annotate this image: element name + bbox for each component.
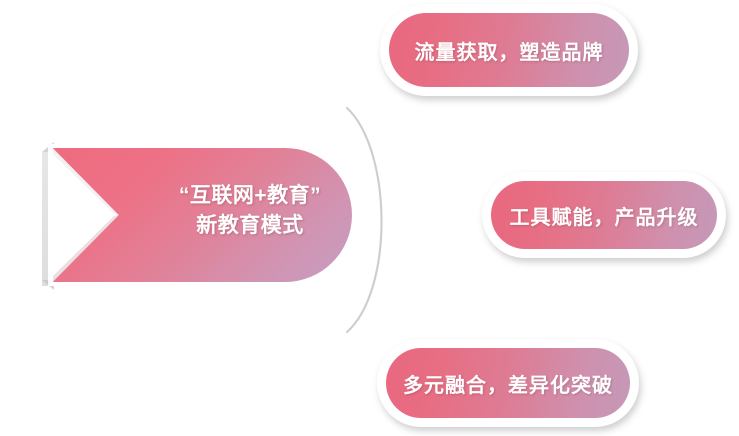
- banner-title-line-2: 新教育模式: [196, 214, 304, 237]
- branch-pill-2-label: 工具赋能，产品升级: [509, 206, 699, 229]
- banner-label: “互联网+教育” 新教育模式: [150, 140, 350, 282]
- branch-pill-1-label: 流量获取，塑造品牌: [414, 41, 604, 64]
- banner-title-line-1: “互联网+教育”: [178, 184, 322, 208]
- branch-pill-1[interactable]: 流量获取，塑造品牌: [380, 4, 638, 96]
- branch-pill-2-fill: 工具赋能，产品升级: [491, 181, 717, 249]
- branch-pill-3-fill: 多元融合，差异化突破: [386, 348, 630, 418]
- branch-pill-2[interactable]: 工具赋能，产品升级: [482, 172, 726, 258]
- banner-shape: [42, 142, 357, 290]
- branch-pill-3-label: 多元融合，差异化突破: [403, 374, 613, 397]
- main-banner[interactable]: “互联网+教育” 新教育模式: [40, 140, 360, 292]
- branch-pill-1-fill: 流量获取，塑造品牌: [389, 13, 629, 87]
- branch-pill-3[interactable]: 多元融合，差异化突破: [377, 339, 639, 427]
